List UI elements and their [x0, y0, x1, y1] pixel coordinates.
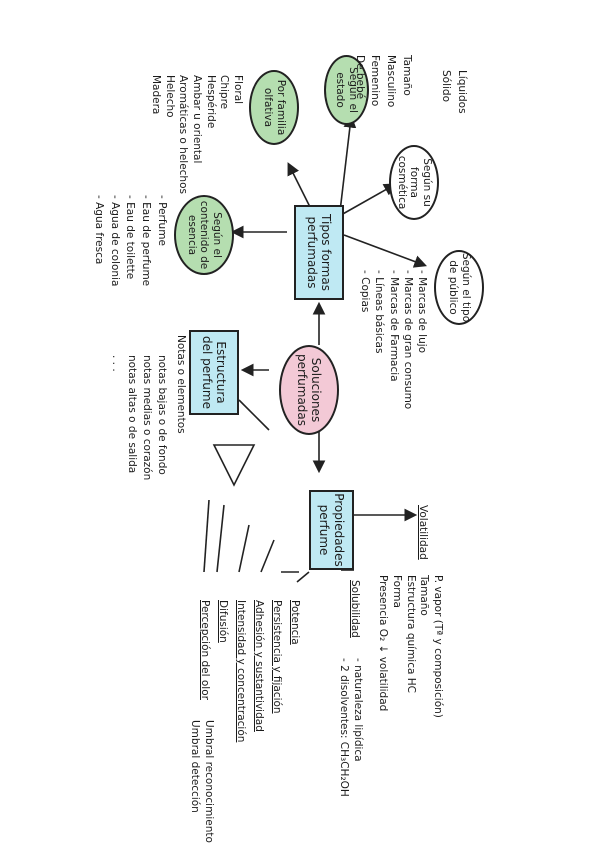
familia-item: Chipre: [218, 75, 231, 110]
estado-item: De bebé: [353, 55, 366, 100]
solubilidad-list: - naturaleza lipídica - 2 disolventes: C…: [337, 658, 364, 797]
volatilidad-label: Volatilidad: [417, 505, 429, 560]
estado-item: Masculino: [385, 55, 398, 108]
difusion-label: Difusión: [217, 600, 229, 643]
solubilidad-item: - naturaleza lipídica: [352, 658, 364, 762]
forma-cosmetica-list: Líquidos Sólido: [438, 70, 470, 114]
notas-item: notas altas o de salida: [125, 355, 138, 474]
notes-pyramid: [212, 444, 256, 487]
contenido-list: - Perfume - Eau de perfume - Eau de toil…: [90, 195, 169, 286]
segun-forma-cosmetica-label: Según su forma cosmética: [395, 155, 433, 210]
notas-dots: . . .: [110, 355, 123, 372]
contenido-item: - Perfume: [156, 195, 168, 246]
line-to-adhesion: [260, 539, 275, 573]
publico-item: - Líneas básicas: [373, 270, 386, 354]
familia-list: Floral Chipre Hespéride Ambar u oriental…: [149, 75, 244, 194]
contenido-item: - Eau de toilette: [124, 195, 137, 280]
tipos-formas-perfumadas-label: Tipos formas perfumadas: [305, 214, 334, 291]
solubilidad-item: - 2 disolventes: CH₃CH₂OH: [338, 658, 351, 797]
familia-item: Madera: [150, 75, 163, 115]
volatilidad-item: Forma: [391, 575, 404, 608]
potencia-label: Potencia: [289, 600, 301, 645]
contenido-item: - Agua fresca: [93, 195, 105, 265]
percepcion-list: Umbral reconocimiento Umbral detección: [188, 720, 215, 843]
arrow-tipos-to-publico: [343, 234, 427, 268]
notas-item: notas medias o corazón: [140, 355, 153, 481]
segun-contenido-label: Según el contenido de esencia: [185, 200, 223, 270]
adhesion-label: Adhesión y sustantividad: [253, 600, 265, 732]
volatilidad-list: P. vapor (Tª y composición) Tamaño Estru…: [376, 575, 444, 718]
solubilidad-label: Solubilidad: [349, 580, 361, 638]
publico-item: - Marcas de Farmacia: [387, 270, 400, 382]
volatilidad-item: P. vapor (Tª y composición): [432, 575, 444, 718]
tipos-formas-perfumadas-box: Tipos formas perfumadas: [294, 205, 344, 300]
forma-item: Sólido: [440, 70, 453, 103]
estructura-perfume-label: Estructura del perfume: [200, 336, 229, 409]
familia-item: Floral: [232, 75, 244, 105]
estado-list: Tamaño Masculino Femenino De bebé: [351, 55, 414, 107]
familia-olfativa-label: Por familia olfativa: [262, 79, 287, 136]
publico-list: - Marcas de lujo - Marcas de gran consum…: [358, 270, 429, 409]
percepcion-item: Umbral detección: [189, 720, 202, 813]
line-to-intensidad: [238, 524, 250, 573]
estructura-perfume-box: Estructura del perfume: [189, 330, 239, 415]
volatilidad-item: Tamaño: [418, 575, 431, 616]
notas-item: notas bajas o de fondo: [156, 355, 168, 475]
familia-item: Hespéride: [204, 75, 217, 129]
publico-item: - Marcas de lujo: [416, 270, 428, 354]
notas-list: notas bajas o de fondo notas medias o co…: [108, 355, 169, 480]
propiedades-perfume-box: Propiedades perfume: [309, 490, 354, 570]
arrow-tipos-to-estado: [338, 114, 357, 221]
publico-item: - Copias: [359, 270, 372, 313]
contenido-item: - Eau de perfume: [140, 195, 153, 287]
soluciones-perfumadas-label: Soluciones perfumadas: [295, 353, 324, 427]
line-estructura-to-pyramid: [238, 399, 270, 431]
forma-item: Líquidos: [456, 70, 468, 114]
percepcion-label: Percepción del olor: [199, 600, 211, 700]
intensidad-label: Intensidad y concentración: [235, 600, 247, 743]
segun-forma-cosmetica-oval: Según su forma cosmética: [389, 145, 439, 220]
segun-tipo-publico-oval: Según el tipo de público: [434, 250, 484, 325]
familia-item: Helecho: [163, 75, 176, 118]
familia-item: Aromáticas o helechos: [177, 75, 190, 194]
soluciones-perfumadas-oval: Soluciones perfumadas: [279, 345, 339, 435]
segun-tipo-publico-label: Según el tipo de público: [447, 252, 472, 323]
familia-olfativa-oval: Por familia olfativa: [249, 70, 299, 145]
percepcion-item: Umbral reconocimiento: [203, 720, 215, 843]
line-to-percepcion: [203, 499, 210, 573]
propiedades-perfume-label: Propiedades perfume: [317, 493, 346, 567]
notas-header: Notas o elementos: [175, 335, 187, 434]
arrow-tipos-to-forma: [340, 183, 397, 216]
persistencia-label: Persistencia y fijación: [271, 600, 283, 714]
contenido-item: - Agua de colonia: [108, 195, 121, 287]
line-propiedades-to-potencia: [296, 571, 310, 583]
segun-contenido-oval: Según el contenido de esencia: [174, 195, 234, 275]
line-to-difusion: [216, 504, 225, 573]
volatilidad-item: Presencia O₂ ↓ volatilidad: [377, 575, 390, 712]
publico-item: - Marcas de gran consumo: [401, 270, 414, 410]
volatilidad-item: Estructura química HC: [404, 575, 417, 693]
familia-item: Ambar u oriental: [191, 75, 204, 164]
estado-item: Tamaño: [401, 55, 413, 96]
estado-item: Femenino: [369, 55, 382, 107]
